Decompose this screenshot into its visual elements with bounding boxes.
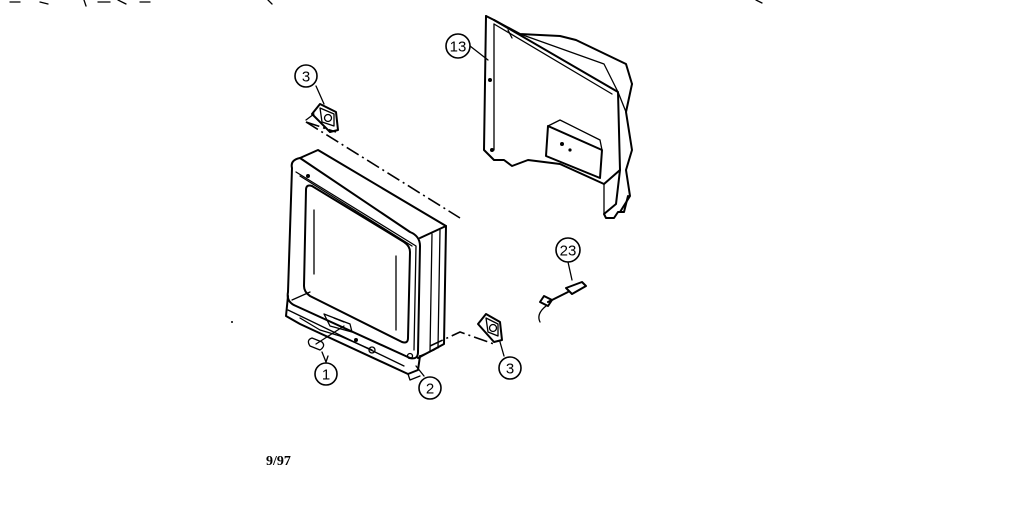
svg-text:1: 1 [322,367,330,384]
callout-back-cover: 13 [445,33,471,59]
date-code: 9/97 [266,454,291,469]
top-edge-fragments [9,0,763,7]
power-cord [538,261,587,323]
callout-mask: 1 [314,362,338,386]
leader-lines [315,45,505,377]
tv-cabinet-front [285,149,447,381]
stray-mark [231,321,233,323]
speaker-bracket-top [305,103,339,133]
speaker-bracket-bottom [477,313,503,343]
callout-speaker-left: 3 [294,64,318,88]
back-cover [483,15,633,219]
callout-speaker-right: 3 [498,356,522,380]
svg-text:3: 3 [302,69,310,86]
mask-part [307,325,345,363]
callout-power-cord: 23 [555,237,581,263]
svg-text:3: 3 [506,361,514,378]
svg-text:13: 13 [450,39,467,56]
alignment-lines [305,121,495,347]
callout-cabinet-front: 2 [418,376,442,400]
svg-text:23: 23 [560,243,577,260]
svg-text:2: 2 [426,381,434,398]
